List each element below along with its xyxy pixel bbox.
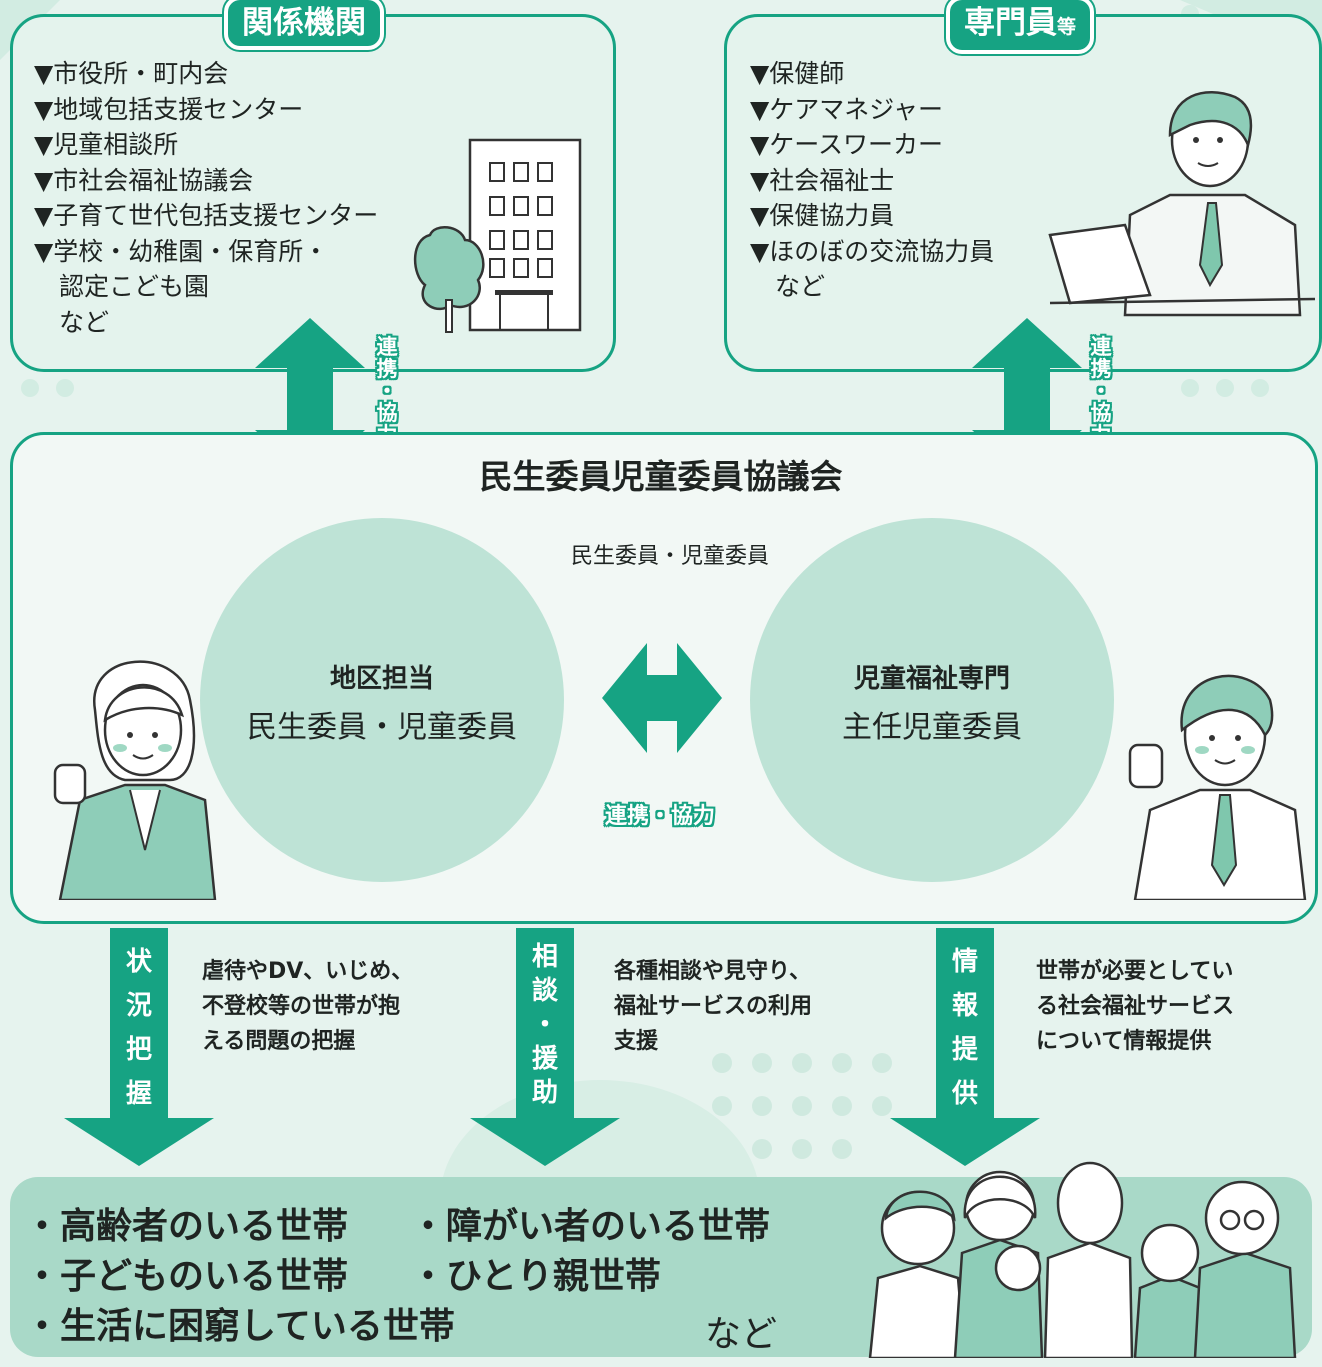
list-item: 保健師 (750, 56, 994, 92)
child-welfare-circle: 児童福祉専門 主任児童委員 (750, 518, 1114, 882)
function-stem-2: 相談・援助 (516, 928, 574, 1120)
household-elderly: ・高齢者のいる世帯 (24, 1206, 349, 1247)
agencies-list: 市役所・町内会 地域包括支援センター 児童相談所 市社会福祉協議会 子育て世代包… (34, 56, 378, 340)
council-title: 民生委員児童委員協議会 (479, 457, 843, 496)
list-item: 市社会福祉協議会 (34, 163, 378, 199)
man-member-icon (1128, 674, 1307, 900)
list-item: 市役所・町内会 (34, 56, 378, 92)
district-circle: 地区担当 民生委員・児童委員 (200, 518, 564, 882)
household-children: ・子どものいる世帯 (24, 1256, 349, 1297)
function-description-2: 各種相談や見守り、 福祉サービスの利用 支援 (614, 959, 813, 1054)
list-item: 学校・幼稚園・保育所・ (34, 234, 378, 270)
specialists-list: 保健師 ケアマネジャー ケースワーカー 社会福祉士 保健協力員 ほのぼの交流協力… (750, 56, 994, 305)
district-subtitle: 民生委員・児童委員 (247, 710, 517, 745)
specialist-with-laptop-icon (1048, 91, 1315, 317)
center-double-arrow-icon (602, 643, 722, 753)
function-description-3: 世帯が必要としてい る社会福祉サービス について情報提供 (1036, 959, 1235, 1054)
list-item: 地域包括支援センター (34, 92, 378, 128)
family-icon (868, 1161, 1297, 1358)
list-item: 子育て世代包括支援センター (34, 198, 378, 234)
down-arrow-icon (470, 1118, 620, 1166)
specialists-title: 専門員等 (946, 0, 1095, 54)
list-item: ケースワーカー (750, 127, 994, 163)
function-stem-1: 状況把握 (110, 928, 168, 1120)
agencies-title: 関係機関 (224, 0, 384, 50)
list-item: 保健協力員 (750, 198, 994, 234)
households-suffix: など (705, 1314, 778, 1355)
list-item: 児童相談所 (34, 127, 378, 163)
list-item: ケアマネジャー (750, 92, 994, 128)
list-suffix: など (59, 307, 110, 337)
link-label-right: 連携・協力 (1090, 335, 1112, 446)
center-link-label: 連携・協力 (604, 804, 715, 829)
household-disability: ・障がい者のいる世帯 (410, 1206, 771, 1247)
child-welfare-subtitle: 主任児童委員 (842, 710, 1022, 745)
district-title: 地区担当 (329, 664, 434, 694)
household-poverty: ・生活に困窮している世帯 (24, 1306, 455, 1347)
building-icon (413, 138, 582, 333)
list-suffix: など (775, 272, 826, 301)
down-arrow-icon (64, 1118, 214, 1166)
list-item-continuation: 認定こども園 (59, 272, 210, 301)
function-stem-3: 情報提供 (936, 928, 994, 1120)
link-label-left: 連携・協力 (376, 335, 398, 446)
household-single-parent: ・ひとり親世帯 (410, 1256, 661, 1297)
list-item: ほのぼの交流協力員 (750, 234, 994, 270)
child-welfare-title: 児童福祉専門 (853, 664, 1010, 694)
function-description-1: 虐待やDV、いじめ、 不登校等の世帯が抱 える問題の把握 (202, 959, 414, 1054)
woman-member-icon (53, 660, 217, 900)
list-item: 社会福祉士 (750, 163, 994, 199)
down-arrow-icon (890, 1118, 1040, 1166)
council-members: 民生委員・児童委員 (570, 544, 769, 569)
